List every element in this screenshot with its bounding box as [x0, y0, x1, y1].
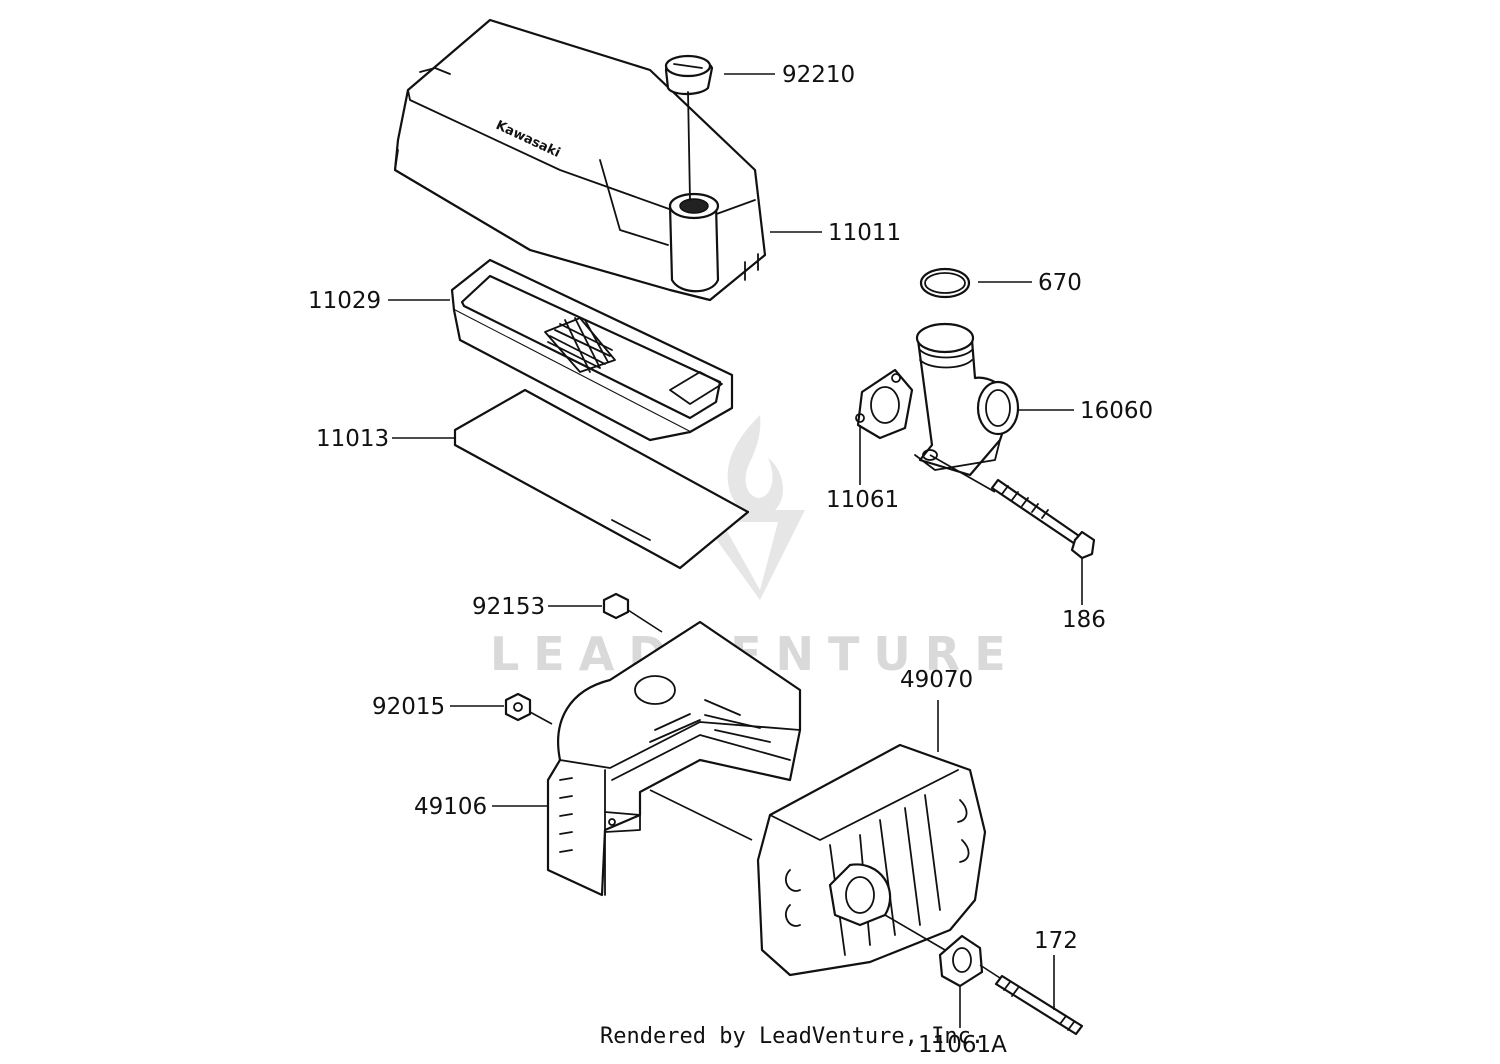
callout-49070: 49070	[900, 667, 973, 693]
watermark-flame-icon	[727, 415, 784, 516]
exhaust-gasket	[884, 914, 984, 988]
pre-cleaner	[453, 388, 750, 570]
callout-49106: 49106	[414, 794, 487, 820]
callout-172: 172	[1034, 928, 1078, 954]
rendered-by-footer: Rendered by LeadVenture, Inc.	[600, 1024, 985, 1049]
o-ring	[919, 267, 971, 299]
callout-11061A: 11061A	[918, 1032, 1007, 1058]
callout-11061: 11061	[826, 487, 899, 513]
cap	[664, 54, 714, 201]
callout-11029: 11029	[308, 288, 381, 314]
callout-92015: 92015	[372, 694, 445, 720]
bolt-186	[929, 454, 1096, 560]
stud-172	[979, 964, 1084, 1036]
callout-670: 670	[1038, 270, 1082, 296]
callout-92210: 92210	[782, 62, 855, 88]
callout-92153: 92153	[472, 594, 545, 620]
muffler	[649, 743, 987, 977]
inlet-elbow	[914, 322, 1020, 477]
callout-11011: 11011	[828, 220, 901, 246]
heat-shield	[546, 620, 802, 897]
air-cleaner-cover: Kawasaki	[393, 18, 767, 302]
callout-11013: 11013	[316, 426, 389, 452]
air-filter-element	[450, 258, 734, 442]
intake-gasket	[855, 368, 914, 440]
callout-labels: 92210 11011 670 11029 16060 11013 11061 …	[308, 62, 1153, 1058]
callout-186: 186	[1062, 607, 1106, 633]
leader-lines	[388, 73, 1083, 1028]
bolt-92153	[602, 592, 663, 633]
nut-92015	[504, 692, 553, 725]
callout-16060: 16060	[1080, 398, 1153, 424]
